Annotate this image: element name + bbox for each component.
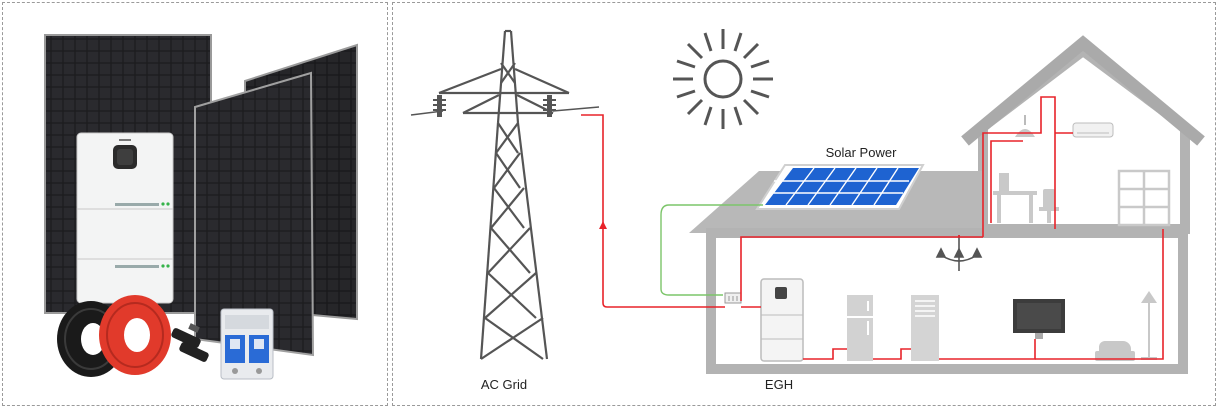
ac-wiring [581,96,1164,360]
air-conditioner-icon [1072,122,1114,138]
sofa-icon [1095,341,1135,361]
desk-computer-icon [993,173,1059,223]
red-cable-coil [99,295,171,375]
system-diagram: Solar Power [392,2,1216,406]
air-purifier-icon [911,295,939,361]
television-icon [1013,299,1065,339]
solar-panel-right-front [194,71,315,357]
refrigerator-icon [847,295,873,361]
insulator-icons [433,95,556,117]
sun-icon [673,29,773,129]
rooftop-solar-panel [755,164,925,210]
product-kit-image [2,2,388,406]
flow-arrow-icon [599,221,607,229]
solar-power-label: Solar Power [826,145,897,160]
bookshelf-icon [1117,169,1171,227]
transmission-tower-icon [410,29,600,360]
inverter-battery-unit [76,132,174,304]
meter-icon [724,292,742,304]
egh-label: EGH [765,377,793,392]
dc-solar-line [660,204,763,296]
mc4-connectors [171,323,209,362]
ac-grid-label: AC Grid [481,377,527,392]
circuit-breaker [220,308,274,380]
egh-battery-inverter-icon [760,278,804,362]
